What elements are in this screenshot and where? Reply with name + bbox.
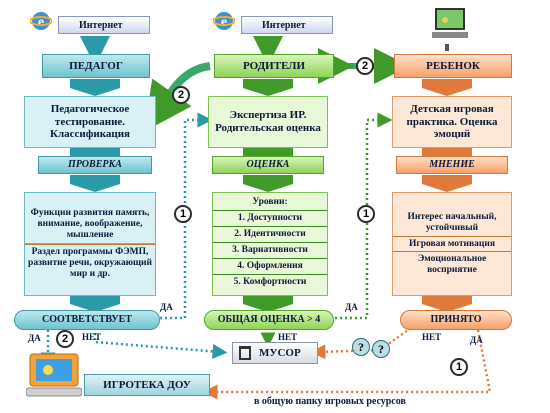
- child-stage-text: МНЕНИЕ: [429, 159, 475, 171]
- down-arrow: [422, 175, 472, 192]
- parents-stage-text: ОЦЕНКА: [246, 159, 290, 171]
- internet-text: Интернет: [262, 19, 306, 31]
- curve-arrow: [144, 62, 211, 132]
- down-arrow: [243, 175, 293, 192]
- badge-text: 2: [177, 89, 185, 101]
- step-number-badge: 1: [174, 205, 192, 223]
- child-stage-opinion: МНЕНИЕ: [396, 156, 508, 174]
- svg-text:e: e: [38, 15, 44, 30]
- step-number-badge: 2: [56, 330, 74, 348]
- teacher-criteria-box: Функции развития память, внимание, вообр…: [24, 192, 156, 296]
- parents-levels-box: Уровни: 1. Доступности 2. Идентичности 3…: [212, 192, 328, 296]
- program-section: Раздел программы ФЭМП, развитие речи, ок…: [25, 244, 155, 282]
- down-arrow: [422, 79, 472, 96]
- child-result-text: ПРИНЯТО: [430, 314, 482, 326]
- parents-result-text: ОБЩАЯ ОЦЕНКА > 4: [217, 314, 321, 326]
- computer-game-icon: [25, 352, 83, 398]
- question-text: ?: [378, 341, 384, 356]
- teacher-title: ПЕДАГОГ: [69, 59, 123, 72]
- child-practice-text: Детская игровая практика. Оценка эмоций: [406, 103, 498, 141]
- yes-label: ДА: [470, 335, 483, 345]
- badge-text: 1: [179, 208, 187, 220]
- internet-label-parents: Интернет: [241, 16, 333, 34]
- ie-globe-icon: e: [212, 10, 236, 32]
- parents-result-overall: ОБЩАЯ ОЦЕНКА > 4: [204, 310, 334, 330]
- internet-label-teacher: Интернет: [58, 16, 150, 34]
- child-criteria-box: Интерес начальный, устойчивый Игровая мо…: [392, 192, 512, 296]
- badge-text: 2: [361, 60, 369, 72]
- child-header: РЕБЕНОК: [394, 54, 512, 78]
- down-arrow: [422, 296, 472, 312]
- levels-title: Уровни:: [213, 195, 327, 211]
- teacher-testing-text: Педагогическое тестирование. Классификац…: [50, 103, 130, 141]
- question-text: ?: [358, 339, 364, 354]
- child-result-accepted: ПРИНЯТО: [400, 310, 512, 330]
- yes-label: ДА: [28, 333, 41, 343]
- badge-text: 1: [455, 361, 463, 373]
- no-label: НЕТ: [82, 332, 102, 342]
- question-mark-badge: ?: [372, 340, 390, 358]
- teacher-stage-text: ПРОВЕРКА: [68, 159, 122, 171]
- teacher-result-text: СООТВЕТСТВУЕТ: [42, 314, 132, 326]
- down-arrow: [70, 175, 120, 192]
- teacher-header: ПЕДАГОГ: [42, 54, 150, 78]
- teacher-stage-check: ПРОВЕРКА: [38, 156, 152, 174]
- trash-text: МУСОР: [259, 346, 301, 359]
- motivation-item: Игровая мотивация: [393, 235, 511, 252]
- trash-box: МУСОР: [232, 342, 318, 364]
- down-arrow: [243, 79, 293, 96]
- parents-expertise-text: Экспертиза ИР. Родительская оценка: [215, 109, 321, 134]
- teacher-result-matches: СООТВЕТСТВУЕТ: [14, 310, 160, 330]
- yes-label: ДА: [345, 302, 358, 312]
- ie-globe-icon: e: [29, 10, 53, 32]
- step-number-badge: 2: [356, 57, 374, 75]
- internet-text: Интернет: [79, 19, 123, 31]
- interest-item: Интерес начальный, устойчивый: [407, 211, 497, 233]
- down-arrow: [70, 79, 120, 96]
- step-number-badge: 1: [450, 358, 468, 376]
- parents-header: РОДИТЕЛИ: [214, 54, 334, 78]
- level-item: 4. Оформления: [213, 259, 327, 275]
- development-functions: Функции развития память, внимание, вообр…: [25, 206, 155, 244]
- teacher-testing-box: Педагогическое тестирование. Классификац…: [24, 96, 156, 148]
- parents-stage-evaluation: ОЦЕНКА: [212, 156, 324, 174]
- badge-text: 1: [362, 208, 370, 220]
- down-arrow: [70, 296, 120, 312]
- svg-text:e: e: [221, 15, 227, 30]
- down-arrow: [243, 296, 293, 312]
- parents-expertise-box: Экспертиза ИР. Родительская оценка: [208, 96, 328, 148]
- question-mark-badge: ?: [352, 338, 370, 356]
- yes-label: ДА: [160, 302, 173, 312]
- emotional-item: Эмоциональное восприятие: [393, 251, 511, 278]
- parents-title: РОДИТЕЛИ: [242, 59, 306, 72]
- level-item: 5. Комфортности: [233, 276, 307, 287]
- folder-caption: в общую папку игровых ресурсов: [254, 396, 406, 407]
- library-box: ИГРОТЕКА ДОУ: [84, 374, 210, 396]
- child-title: РЕБЕНОК: [426, 59, 480, 72]
- child-practice-box: Детская игровая практика. Оценка эмоций: [392, 96, 512, 148]
- no-label: НЕТ: [422, 332, 442, 342]
- step-number-badge: 1: [357, 205, 375, 223]
- level-item: 2. Идентичности: [213, 227, 327, 243]
- no-label: НЕТ: [278, 332, 298, 342]
- library-text: ИГРОТЕКА ДОУ: [103, 378, 191, 391]
- trash-bin-icon: [239, 346, 251, 360]
- step-number-badge: 2: [172, 86, 190, 104]
- badge-text: 2: [61, 333, 69, 345]
- laptop-icon: [432, 6, 468, 44]
- level-item: 1. Доступности: [213, 211, 327, 227]
- level-item: 3. Вариативности: [213, 243, 327, 259]
